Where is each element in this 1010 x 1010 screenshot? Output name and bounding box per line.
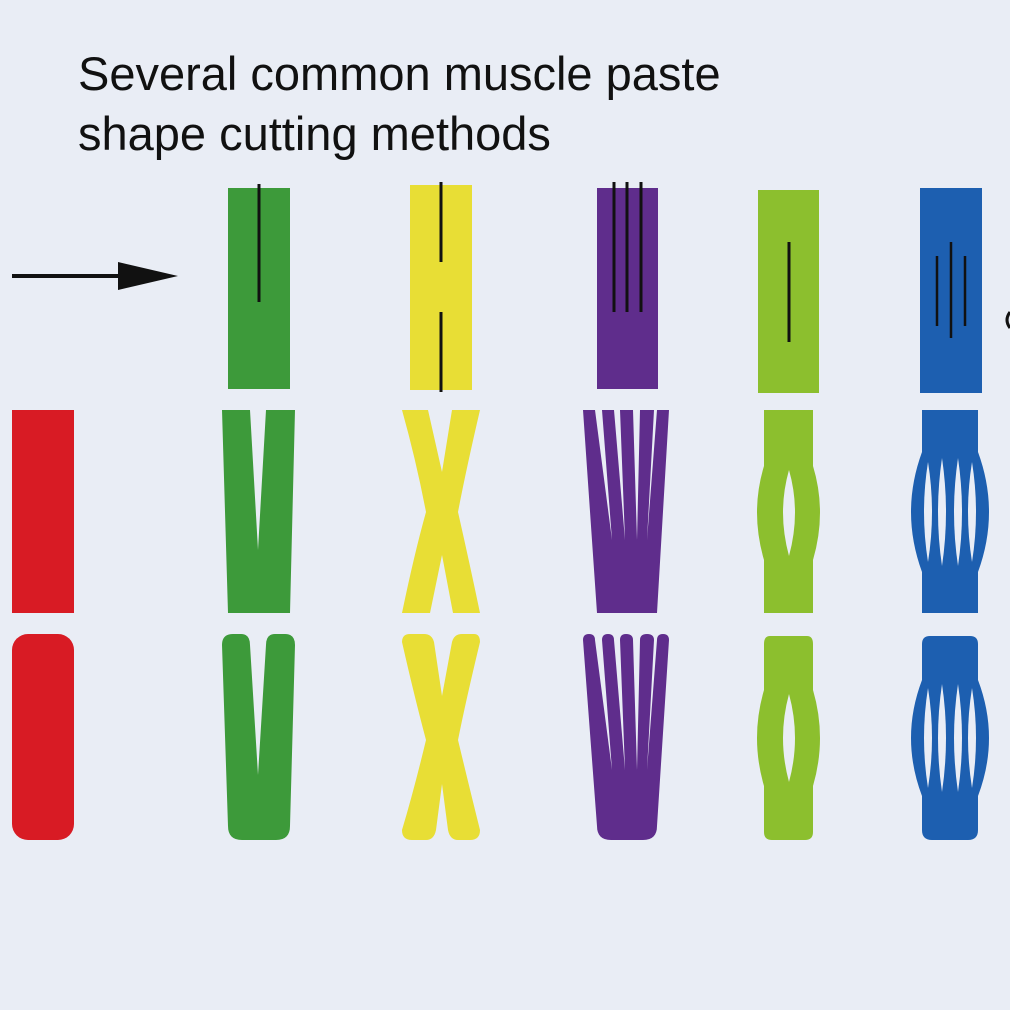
column-x-strip (402, 182, 480, 840)
fan-strip-cut-pattern (597, 182, 658, 389)
donut-strip-rounded-shape (757, 636, 820, 840)
y-strip-cut-pattern (228, 184, 290, 389)
column-i-strip (12, 410, 74, 840)
column-y-strip (222, 184, 295, 840)
arrow-icon (12, 262, 178, 290)
x-strip-cut-shape (402, 410, 480, 613)
web-strip-cut-shape (911, 410, 989, 613)
x-strip-cut-pattern (410, 182, 472, 392)
y-strip-cut-shape (222, 410, 295, 613)
donut-strip-cut-shape (757, 410, 820, 613)
title-line-2: shape cutting methods (78, 107, 551, 160)
fan-strip-rounded-shape (583, 634, 669, 840)
web-strip-cut-pattern (920, 188, 982, 393)
web-strip-rounded-shape (911, 636, 989, 840)
donut-strip-cut-pattern (758, 190, 819, 393)
i-strip-cut-shape (12, 410, 74, 613)
i-strip-rounded-shape (12, 634, 74, 840)
page-title: Several common muscle paste shape cuttin… (78, 44, 978, 164)
column-fan-strip (583, 182, 669, 840)
column-web-strip (911, 188, 989, 840)
fan-strip-cut-shape (583, 410, 669, 613)
column-donut-strip (757, 190, 820, 840)
edge-mark (1005, 311, 1010, 329)
y-strip-rounded-shape (222, 634, 295, 840)
title-line-1: Several common muscle paste (78, 47, 721, 100)
x-strip-rounded-shape (402, 634, 480, 840)
